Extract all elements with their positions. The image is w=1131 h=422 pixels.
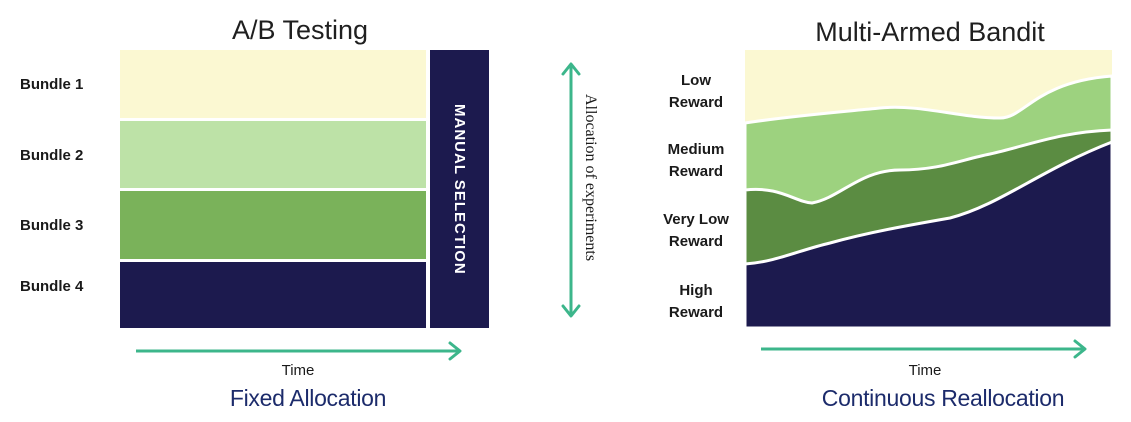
bundle-2-block [120, 121, 426, 188]
mab-time-arrow [761, 339, 1087, 359]
bundle-3-block [120, 191, 426, 259]
low-reward-label: Low Reward [668, 72, 724, 111]
high-reward-label: High Reward [668, 282, 724, 321]
mab-chart [743, 50, 1114, 330]
manual-selection-block [430, 50, 489, 328]
high-reward-area [743, 139, 1114, 330]
allocation-axis-label: Allocation of experiments [582, 94, 599, 262]
bundle-3-label: Bundle 3 [20, 217, 84, 234]
allocation-arrow [561, 62, 581, 318]
continuous-reallocation-caption: Continuous Reallocation [821, 385, 1065, 411]
bundle-2-label: Bundle 2 [20, 147, 84, 164]
ab-testing-title: A/B Testing [231, 15, 369, 45]
fixed-allocation-caption: Fixed Allocation [229, 385, 387, 411]
mab-title: Multi-Armed Bandit [815, 17, 1045, 47]
bundle-1-block [120, 50, 426, 118]
ab-time-label: Time [281, 362, 315, 379]
bundle-1-label: Bundle 1 [20, 76, 84, 93]
ab-time-arrow [136, 341, 462, 361]
bundle-4-label: Bundle 4 [20, 278, 84, 295]
manual-selection-label: MANUAL SELECTION [451, 104, 468, 275]
medium-reward-label: Medium Reward [667, 141, 725, 180]
bundle-4-block [120, 262, 426, 328]
very-low-reward-label: Very Low Reward [663, 211, 729, 250]
mab-time-label: Time [908, 362, 942, 379]
